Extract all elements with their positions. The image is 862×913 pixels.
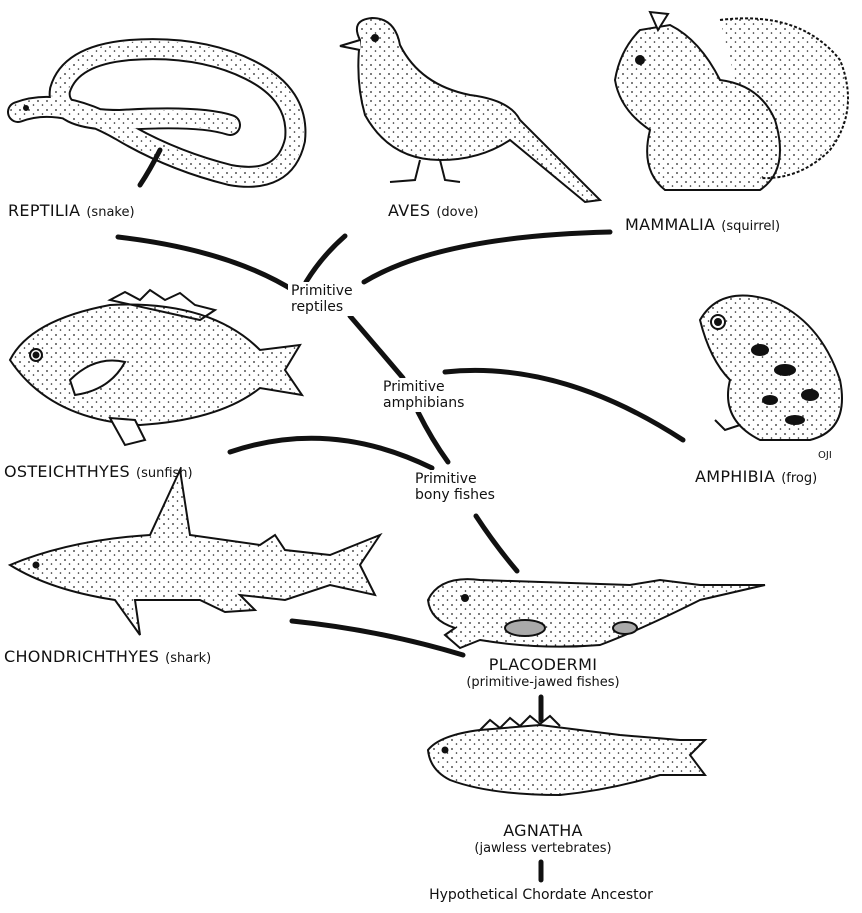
label-osteichthyes: OSTEICHTHYES (sunfish) [4, 463, 193, 483]
class-name: AGNATHA [438, 822, 648, 840]
label-agnatha: AGNATHA (jawless vertebrates) [438, 822, 648, 858]
label-chondrichthyes: CHONDRICHTHYES (shark) [4, 648, 211, 668]
frog-illustration [700, 296, 842, 441]
class-name: OSTEICHTHYES [4, 462, 130, 481]
class-name: CHONDRICHTHYES [4, 647, 159, 666]
class-name: AMPHIBIA [695, 467, 775, 486]
branch-osteichthyes [230, 438, 432, 468]
placoderm-illustration [428, 579, 765, 648]
node-primitive-bony-fishes: Primitive bony fishes [412, 470, 498, 504]
label-reptilia: REPTILIA (snake) [8, 202, 135, 222]
branch-reptilia [118, 237, 296, 292]
class-example: (jawless vertebrates) [438, 840, 648, 858]
class-name: AVES [388, 201, 430, 220]
class-example: (snake) [86, 205, 134, 220]
branch-aves [306, 236, 345, 282]
node-line2: amphibians [383, 395, 464, 411]
agnathan-illustration [428, 716, 705, 795]
class-name: PLACODERMI [438, 656, 648, 674]
node-line2: bony fishes [415, 487, 495, 503]
label-amphibia: AMPHIBIA (frog) [695, 468, 817, 488]
label-mammalia: MAMMALIA (squirrel) [625, 216, 780, 236]
label-placodermi: PLACODERMI (primitive-jawed fishes) [438, 656, 648, 692]
node-primitive-amphibians: Primitive amphibians [380, 378, 467, 412]
sunfish-illustration [10, 290, 302, 445]
branch-reptiles-amphibians [350, 316, 403, 378]
branch-mammalia [364, 232, 610, 282]
branch-bonyfish-placodermi [476, 516, 517, 571]
branch-chondrichthyes [292, 621, 463, 655]
squirrel-illustration [615, 12, 848, 190]
branch-amphibia [445, 370, 683, 440]
class-example: (dove) [436, 205, 478, 220]
snake-illustration [18, 49, 295, 185]
node-line1: Primitive [415, 471, 495, 487]
class-name: REPTILIA [8, 201, 80, 220]
class-example: (frog) [781, 471, 817, 486]
class-name: MAMMALIA [625, 215, 715, 234]
label-aves: AVES (dove) [388, 202, 478, 222]
shark-illustration [10, 470, 380, 635]
branch-amphibians-bonyfish [418, 412, 448, 462]
node-ancestor: Hypothetical Chordate Ancestor [396, 886, 686, 904]
class-example: (squirrel) [721, 219, 780, 234]
class-example: (sunfish) [136, 466, 193, 481]
node-line1: Primitive [291, 283, 353, 299]
class-example: (primitive-jawed fishes) [438, 674, 648, 692]
class-example: (shark) [165, 651, 211, 666]
node-primitive-reptiles: Primitive reptiles [288, 282, 356, 316]
artist-mark: OJI [818, 450, 832, 461]
dove-illustration [340, 18, 600, 202]
node-line1: Primitive [383, 379, 464, 395]
node-line2: reptiles [291, 299, 353, 315]
